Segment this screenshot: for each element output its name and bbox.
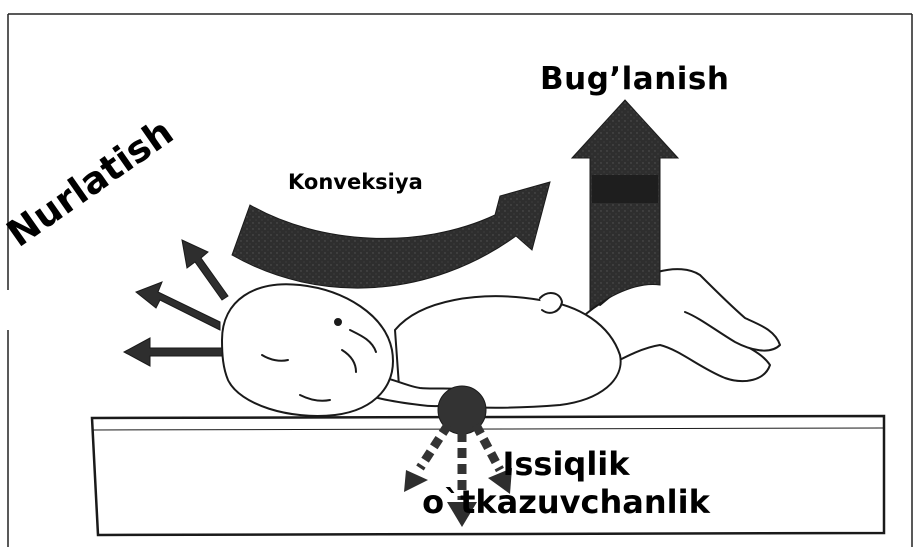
- evaporation-label: Bug’lanish: [540, 64, 729, 95]
- convection-arrow: [232, 182, 550, 288]
- conduction-label: Issiqlik o`tkazuvchanlik: [0, 446, 918, 522]
- evaporation-arrow-band: [592, 175, 658, 203]
- infant-figure: [222, 269, 780, 416]
- radiation-arrows: [124, 240, 228, 366]
- conduction-label-line2: o`tkazuvchanlik: [214, 484, 918, 522]
- convection-label: Konveksiya: [288, 172, 423, 193]
- conduction-label-line1: Issiqlik: [214, 446, 918, 484]
